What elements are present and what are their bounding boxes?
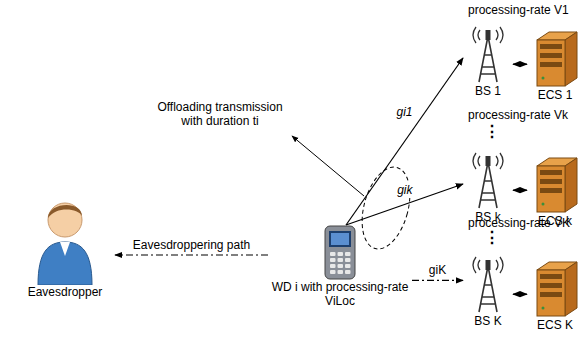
antenna-icon: [463, 22, 513, 84]
server-icon: [527, 30, 583, 88]
rate-label: processing-rate VK: [468, 216, 570, 230]
base-station: BS k: [463, 148, 513, 224]
node-label: WD i with processing-rate ViLoc: [268, 280, 412, 309]
offload-note: Offloading transmission with duration ti: [150, 100, 290, 129]
edge-label: gik: [395, 183, 414, 197]
node-label: ECS 1: [527, 88, 583, 102]
node-label: Eavesdropper: [15, 285, 115, 299]
node-label: BS 1: [463, 84, 513, 98]
antenna-icon: [463, 148, 513, 210]
edge-server: ECS K: [527, 260, 583, 332]
edge-server: ECS 1: [527, 30, 583, 102]
connector: [513, 294, 527, 295]
edge-label: giK: [427, 263, 448, 277]
connector: [346, 184, 463, 225]
connector: [346, 58, 463, 225]
server-icon: [527, 260, 583, 318]
ellipsis-dots: ⋮: [484, 122, 500, 141]
base-station: BS 1: [463, 22, 513, 98]
node-label: BS K: [463, 314, 513, 328]
connector: [115, 254, 268, 255]
base-station: BS K: [463, 252, 513, 328]
phone-icon: [268, 225, 412, 280]
edge-label: gi1: [395, 105, 415, 119]
connector: [513, 64, 527, 65]
node-label: ECS K: [527, 318, 583, 332]
rate-label: processing-rate V1: [468, 3, 569, 17]
edge-label: Eavesdroppering path: [131, 238, 252, 252]
ellipsis-dots: ⋮: [484, 228, 500, 247]
person-icon: [15, 190, 115, 285]
connector: [513, 190, 527, 191]
antenna-icon: [463, 252, 513, 314]
rate-label: processing-rate Vk: [468, 108, 568, 122]
server-icon: [527, 156, 583, 214]
phone-device: WD i with processing-rate ViLoc: [268, 225, 412, 309]
eavesdropper-figure: Eavesdropper: [15, 190, 115, 299]
connector: [412, 280, 463, 281]
